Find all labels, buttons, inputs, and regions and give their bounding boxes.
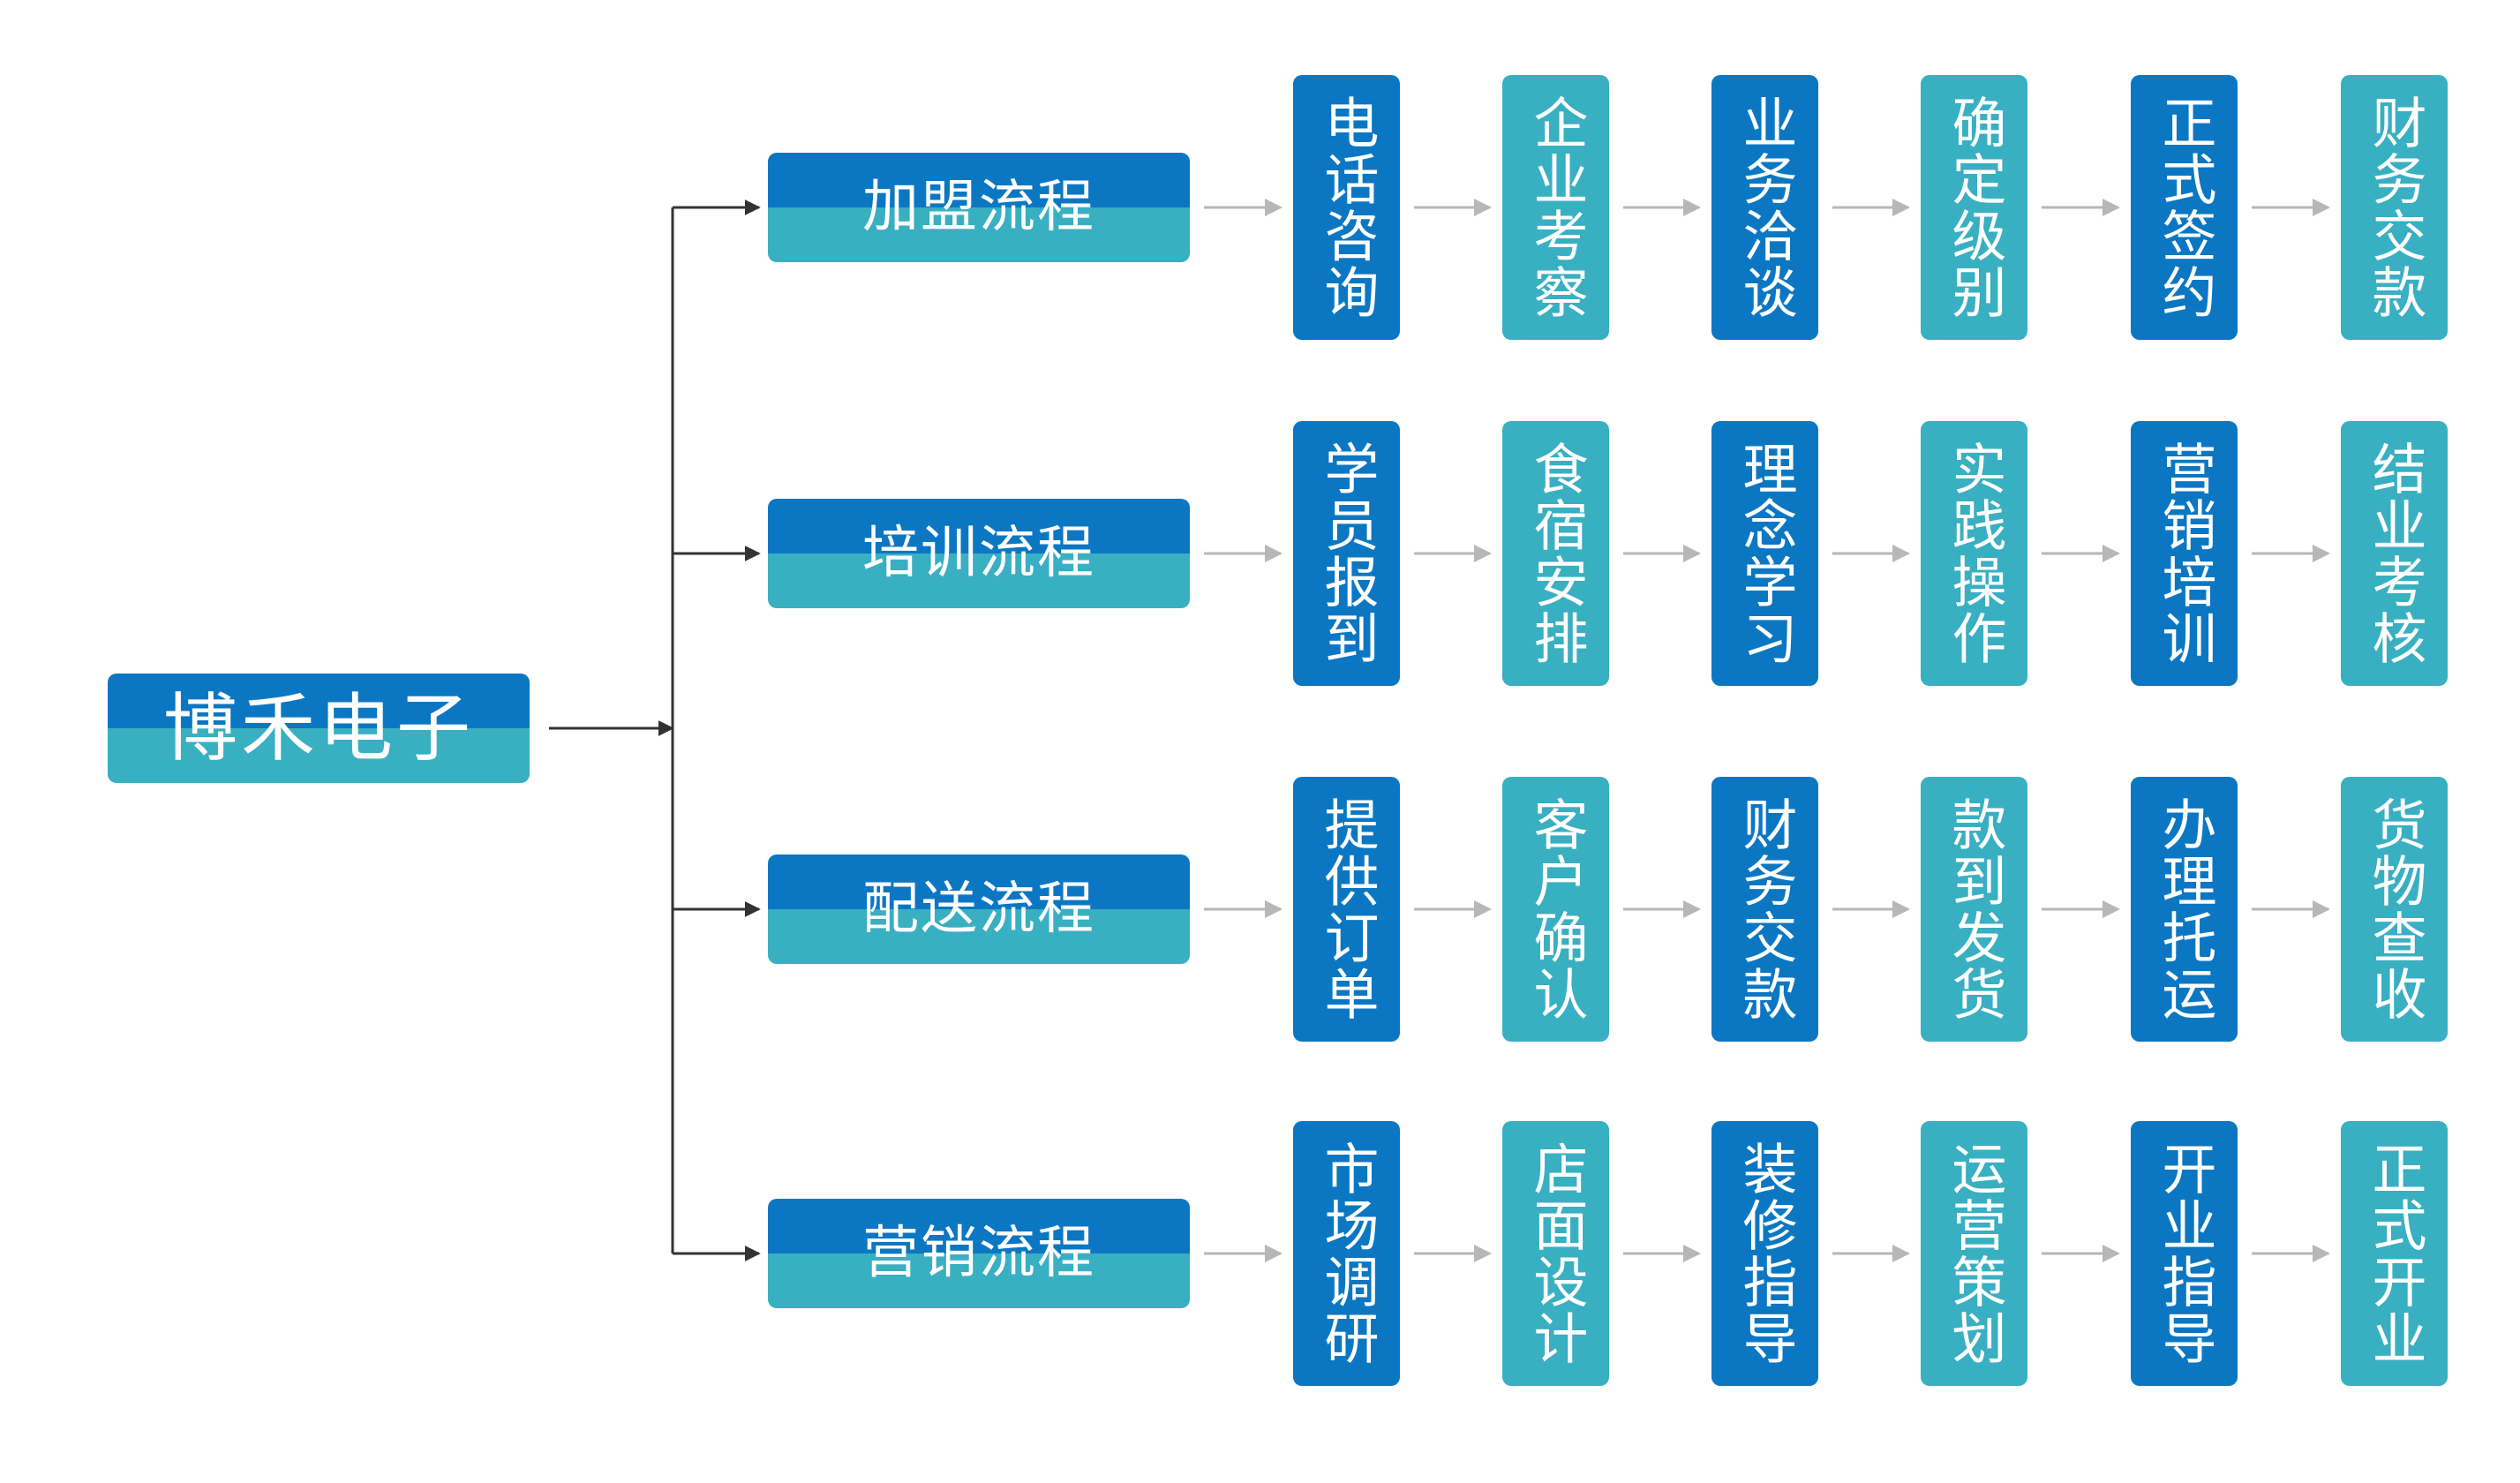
step-label: 学员报到: [1314, 440, 1380, 666]
step-node: 装修指导: [1711, 1121, 1818, 1386]
step-label: 提供订单: [1314, 796, 1380, 1022]
category-node: 培训流程: [768, 499, 1190, 608]
step-node: 财务交款: [2341, 75, 2448, 340]
category-label: 配送流程: [862, 877, 1095, 942]
step-label: 确定级别: [1942, 94, 2007, 320]
step-label: 货物查收: [2362, 796, 2427, 1022]
category-node: 加盟流程: [768, 153, 1190, 262]
step-node: 货物查收: [2341, 777, 2448, 1042]
step-label: 食宿安排: [1523, 440, 1589, 666]
step-node: 确定级别: [1921, 75, 2027, 340]
step-node: 正式签约: [2131, 75, 2238, 340]
step-node: 电话咨询: [1293, 75, 1400, 340]
step-node: 店面设计: [1502, 1121, 1609, 1386]
root-label: 博禾电子: [162, 685, 474, 772]
step-label: 开业指导: [2152, 1140, 2217, 1366]
step-label: 正式开业: [2362, 1140, 2427, 1366]
step-node: 客户确认: [1502, 777, 1609, 1042]
step-node: 理念学习: [1711, 421, 1818, 686]
step-node: 运营策划: [1921, 1121, 2027, 1386]
root-node: 博禾电子: [108, 674, 530, 783]
step-node: 食宿安排: [1502, 421, 1609, 686]
category-label: 培训流程: [862, 521, 1095, 586]
step-node: 结业考核: [2341, 421, 2448, 686]
step-label: 正式签约: [2152, 94, 2217, 320]
step-node: 业务洽谈: [1711, 75, 1818, 340]
step-label: 店面设计: [1523, 1140, 1589, 1366]
step-node: 提供订单: [1293, 777, 1400, 1042]
step-node: 市场调研: [1293, 1121, 1400, 1386]
step-label: 营销培训: [2152, 440, 2217, 666]
category-label: 营销流程: [862, 1221, 1095, 1286]
step-label: 市场调研: [1314, 1140, 1380, 1366]
step-label: 结业考核: [2362, 440, 2427, 666]
step-node: 办理托运: [2131, 777, 2238, 1042]
step-label: 运营策划: [1942, 1140, 2007, 1366]
step-label: 办理托运: [2152, 796, 2217, 1022]
step-node: 款到发货: [1921, 777, 2027, 1042]
step-label: 电话咨询: [1314, 94, 1380, 320]
category-node: 配送流程: [768, 854, 1190, 964]
step-label: 客户确认: [1523, 796, 1589, 1022]
step-node: 开业指导: [2131, 1121, 2238, 1386]
step-label: 理念学习: [1733, 440, 1798, 666]
step-node: 企业考察: [1502, 75, 1609, 340]
step-label: 财务交款: [2362, 94, 2427, 320]
category-node: 营销流程: [768, 1199, 1190, 1308]
step-node: 正式开业: [2341, 1121, 2448, 1386]
step-label: 款到发货: [1942, 796, 2007, 1022]
step-node: 学员报到: [1293, 421, 1400, 686]
step-node: 营销培训: [2131, 421, 2238, 686]
step-label: 装修指导: [1733, 1140, 1798, 1366]
step-label: 企业考察: [1523, 94, 1589, 320]
step-label: 财务交款: [1733, 796, 1798, 1022]
category-label: 加盟流程: [862, 175, 1095, 240]
step-label: 实践操作: [1942, 440, 2007, 666]
step-node: 财务交款: [1711, 777, 1818, 1042]
step-label: 业务洽谈: [1733, 94, 1798, 320]
step-node: 实践操作: [1921, 421, 2027, 686]
